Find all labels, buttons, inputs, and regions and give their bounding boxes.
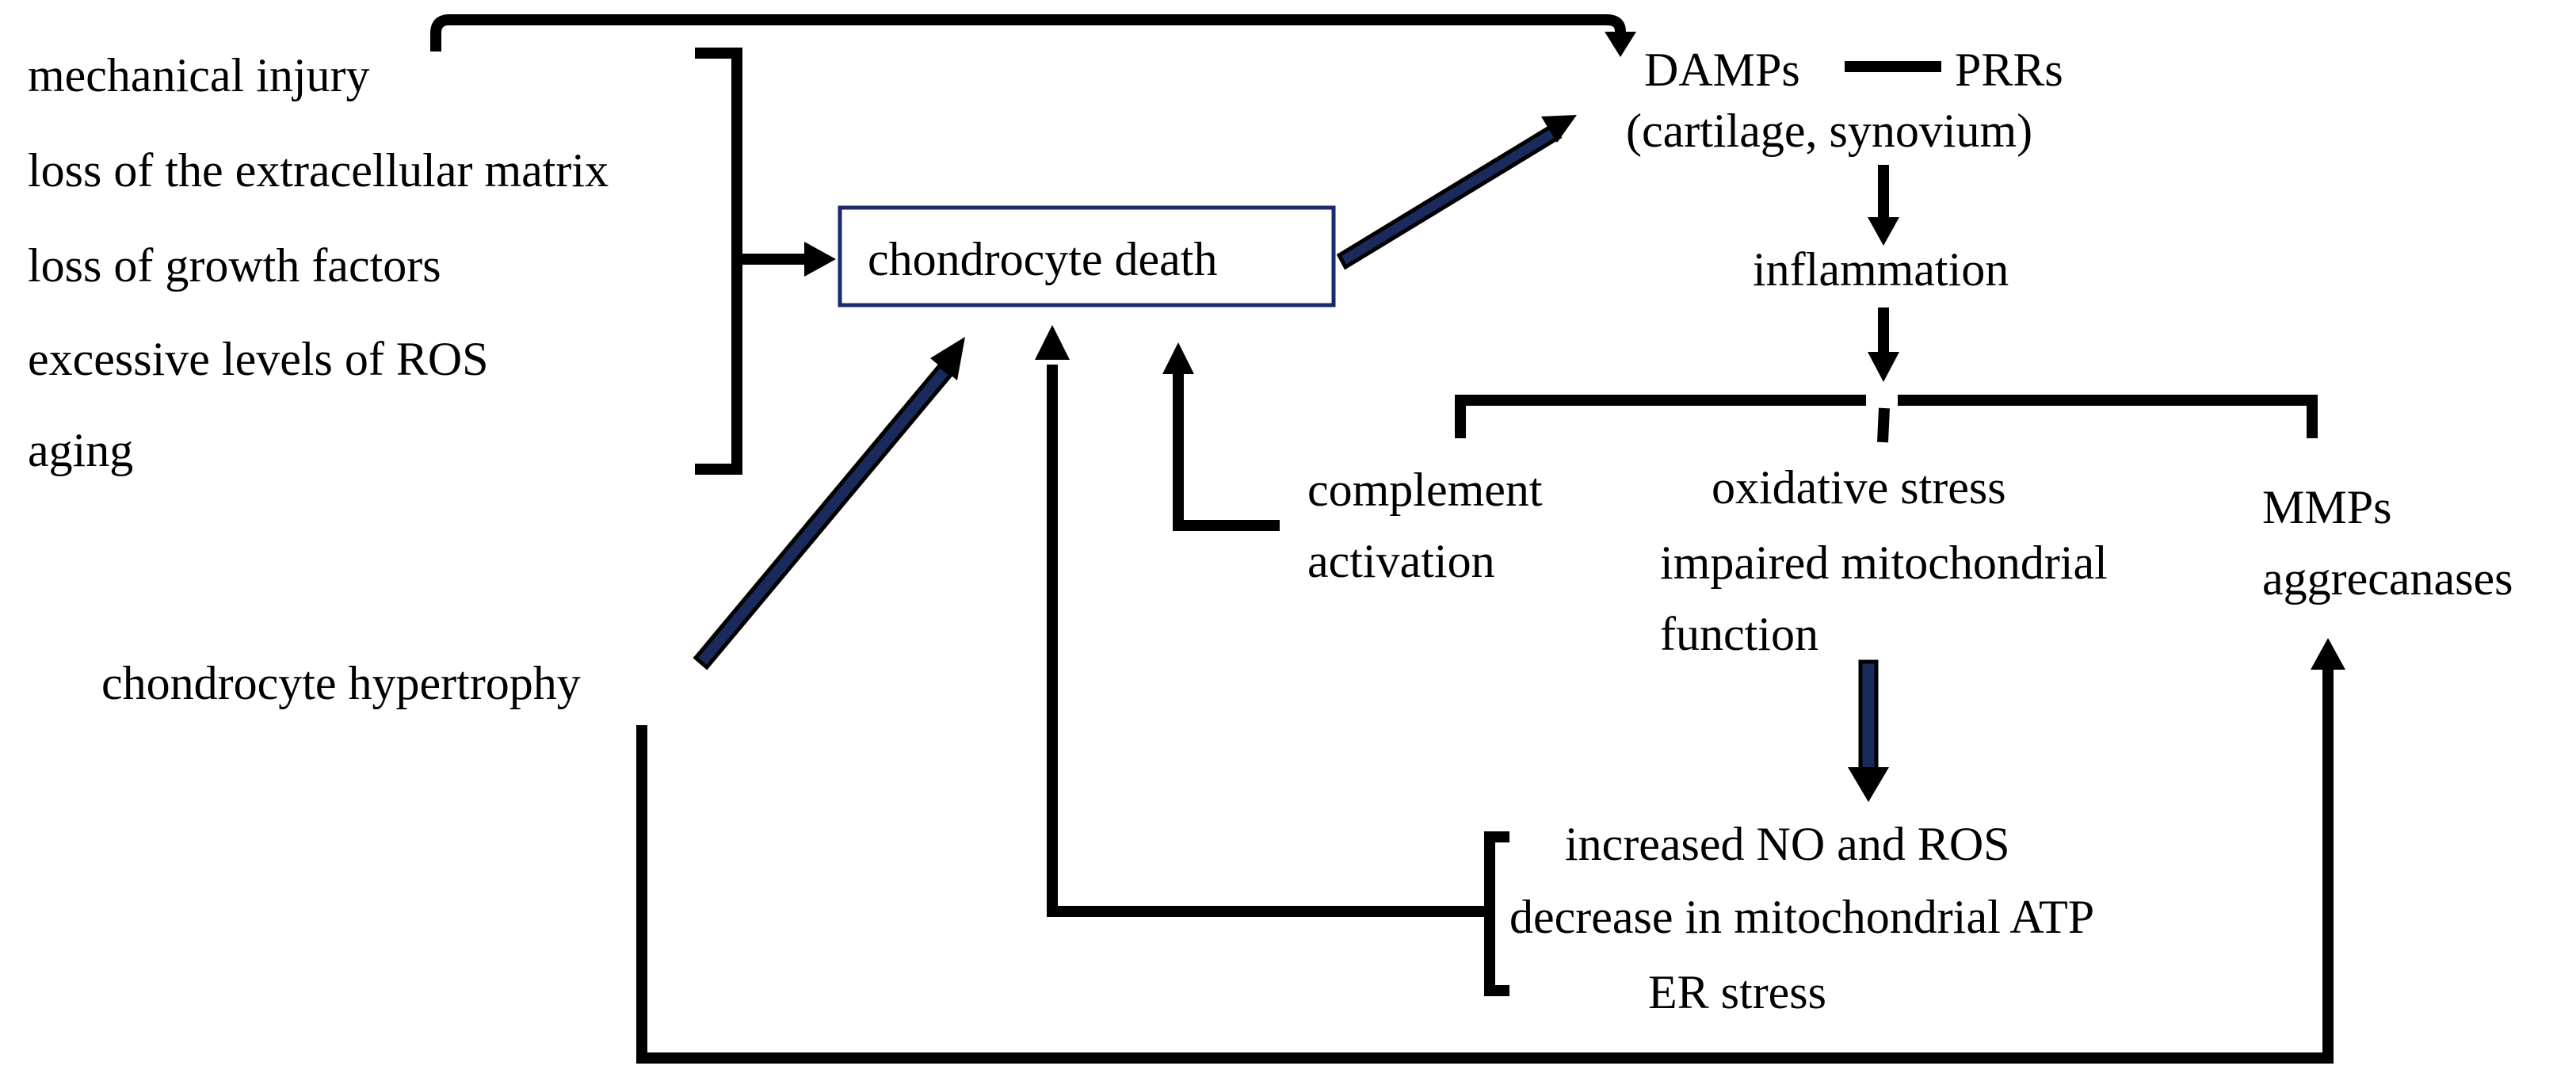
causes-to-death-arrowhead <box>804 242 836 277</box>
oxidative-label-3: function <box>1660 608 1818 660</box>
mmps-label-1: MMPs <box>2262 481 2391 533</box>
downstream-bracket <box>1484 831 1509 996</box>
hypertrophy-to-death-arrow <box>693 337 965 670</box>
downstream-label-3: ER stress <box>1648 966 1826 1018</box>
cause-mechanical-injury: mechanical injury <box>28 49 369 101</box>
injury-to-damps-line <box>430 14 1626 52</box>
downstream-label-2: decrease in mitochondrial ATP <box>1509 891 2094 943</box>
cause-excessive-ros: excessive levels of ROS <box>28 333 489 385</box>
chondrocyte-death-box <box>838 205 1336 307</box>
hypertrophy-label: chondrocyte hypertrophy <box>101 657 581 709</box>
mmps-label-2: aggrecanases <box>2262 552 2513 605</box>
cause-aging: aging <box>28 424 133 476</box>
oxidative-label-1: oxidative stress <box>1712 461 2006 514</box>
inflammation-to-split-arrowhead <box>1868 352 1899 382</box>
injury-to-damps-arrowhead <box>1605 32 1636 57</box>
oxidative-label-2: impaired mitochondrial <box>1660 537 2108 589</box>
prrs-label: PRRs <box>1955 44 2063 96</box>
damps-to-inflammation-arrowhead <box>1868 217 1899 246</box>
split-bracket <box>1455 395 2318 438</box>
chondrocyte-death-label: chondrocyte death <box>868 233 1217 285</box>
downstream-to-death-arrowhead <box>1035 325 1070 360</box>
complement-to-death-line <box>1173 372 1280 531</box>
split-bracket-center-tick <box>1877 407 1890 443</box>
hypertrophy-to-mmps-arrowhead <box>2311 638 2345 670</box>
complement-to-death-arrowhead <box>1162 342 1194 374</box>
downstream-label-1: increased NO and ROS <box>1565 818 2010 870</box>
hypertrophy-to-mmps-line <box>636 666 2334 1064</box>
death-to-damps-arrow <box>1336 115 1577 270</box>
oxidative-to-downstream-arrow <box>1848 659 1889 802</box>
downstream-to-death-line <box>1047 365 1490 917</box>
inflammation-label: inflammation <box>1753 243 2009 296</box>
damps-label: DAMPs <box>1644 44 1800 96</box>
damps-location-label: (cartilage, synovium) <box>1626 105 2032 157</box>
complement-label-2: activation <box>1307 535 1495 587</box>
complement-label-1: complement <box>1307 464 1543 516</box>
cause-loss-of-growth-factors: loss of growth factors <box>28 239 441 292</box>
causes-bracket <box>695 48 742 475</box>
cause-loss-of-ecm: loss of the extracellular matrix <box>28 144 609 197</box>
